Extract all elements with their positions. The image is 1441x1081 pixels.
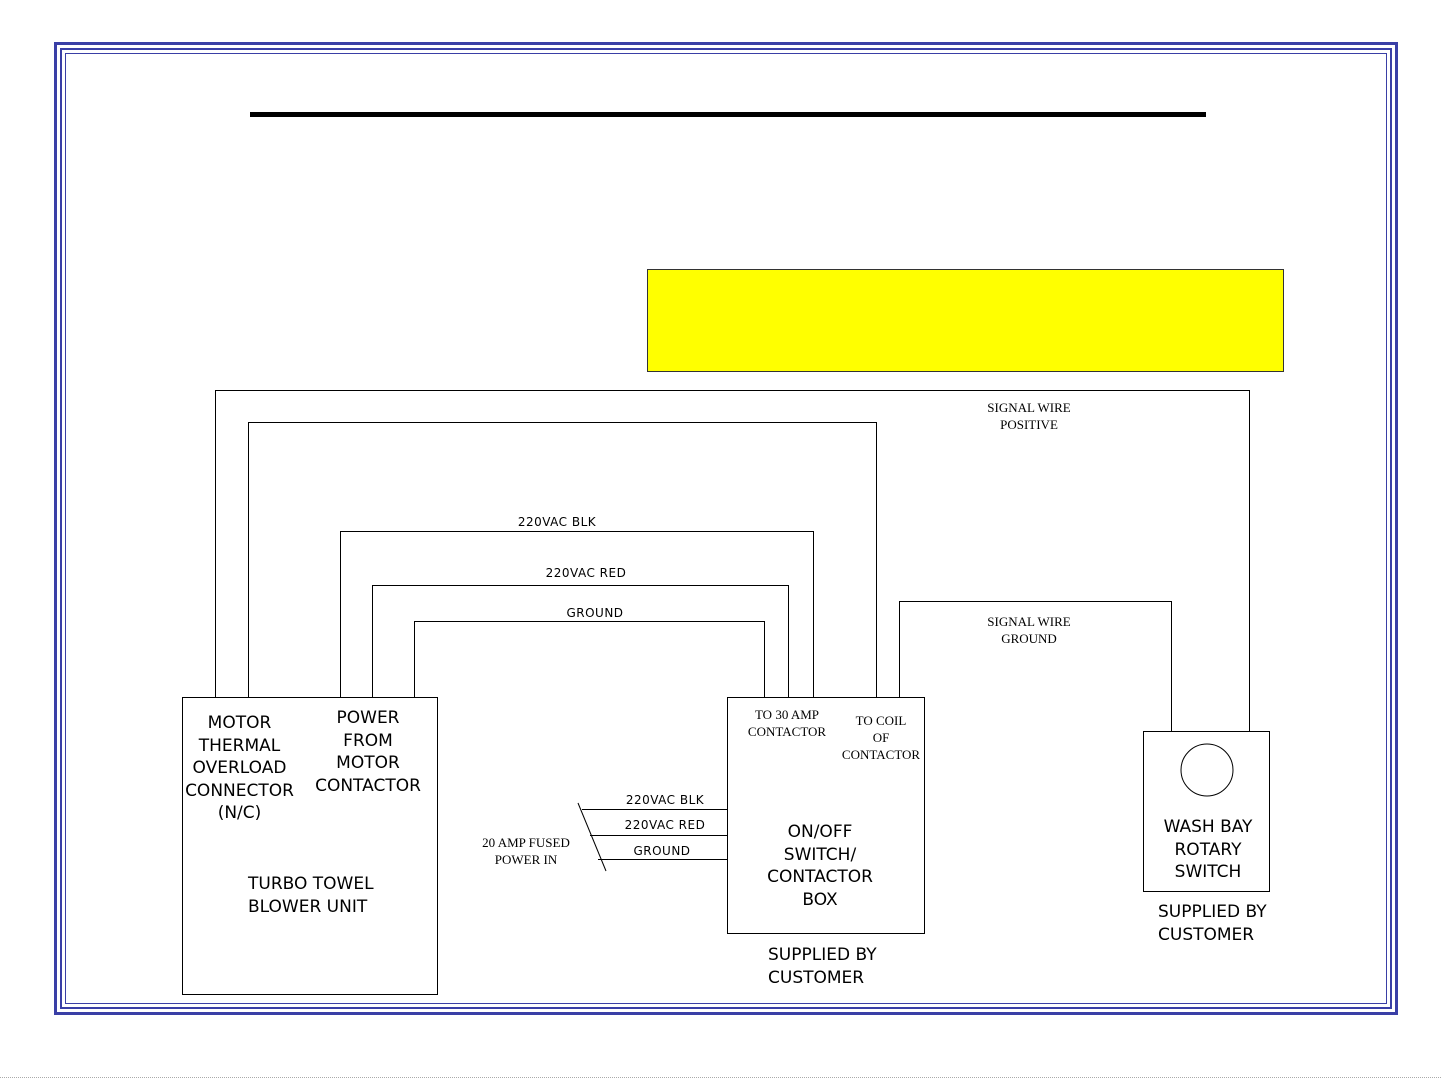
thermal-overload-label: MOTOR THERMAL OVERLOAD CONNECTOR (N/C): [185, 713, 294, 823]
ground-wire-label: GROUND: [566, 606, 624, 620]
page-bottom-edge: [0, 1077, 1441, 1078]
wire-220vac-blk: [340, 531, 814, 697]
wire-ground: [414, 621, 765, 697]
contactor-box-label: ON/OFF SWITCH/ CONTACTOR BOX: [767, 822, 873, 910]
power-in-label: 20 AMP FUSED POWER IN: [482, 835, 570, 867]
rotary-switch-label: WASH BAY ROTARY SWITCH: [1163, 817, 1253, 882]
page-border-middle: [60, 48, 1392, 1009]
blower-unit-box: [182, 697, 438, 995]
contactor-box: [727, 697, 925, 934]
red-wire-label: 220VAC RED: [545, 566, 627, 580]
rotary-supplied-label: SUPPLIED BY CUSTOMER: [1158, 902, 1267, 945]
thermal-to-coil-wire: [248, 422, 877, 697]
power-from-contactor-label: POWER FROM MOTOR CONTACTOR: [315, 708, 421, 796]
power-in-break-mark: [577, 802, 607, 872]
red-in-label: 220VAC RED: [624, 818, 706, 832]
to-30-amp-contactor-label: TO 30 AMP CONTACTOR: [747, 707, 827, 739]
signal-positive-label: SIGNAL WIRE POSITIVE: [987, 400, 1071, 432]
ground-in-label: GROUND: [633, 844, 691, 858]
blk-wire-label: 220VAC BLK: [517, 515, 597, 529]
highlight-note-box: [647, 269, 1284, 372]
signal-wire-ground: [899, 601, 1172, 731]
signal-wire-positive: [215, 390, 1250, 731]
contactor-supplied-label: SUPPLIED BY CUSTOMER: [768, 945, 877, 988]
page-border-outer: [54, 42, 1398, 1015]
rotary-switch-box: [1143, 731, 1270, 892]
title-underline: [250, 112, 1206, 117]
page-border-inner: [65, 53, 1387, 1004]
to-coil-label: TO COIL OF CONTACTOR: [841, 713, 921, 762]
rotary-knob: [1180, 743, 1234, 797]
blower-unit-label: TURBO TOWEL BLOWER UNIT: [248, 874, 374, 917]
wire-220vac-red: [372, 585, 789, 697]
blk-in-label: 220VAC BLK: [625, 793, 705, 807]
signal-ground-label: SIGNAL WIRE GROUND: [987, 614, 1071, 646]
